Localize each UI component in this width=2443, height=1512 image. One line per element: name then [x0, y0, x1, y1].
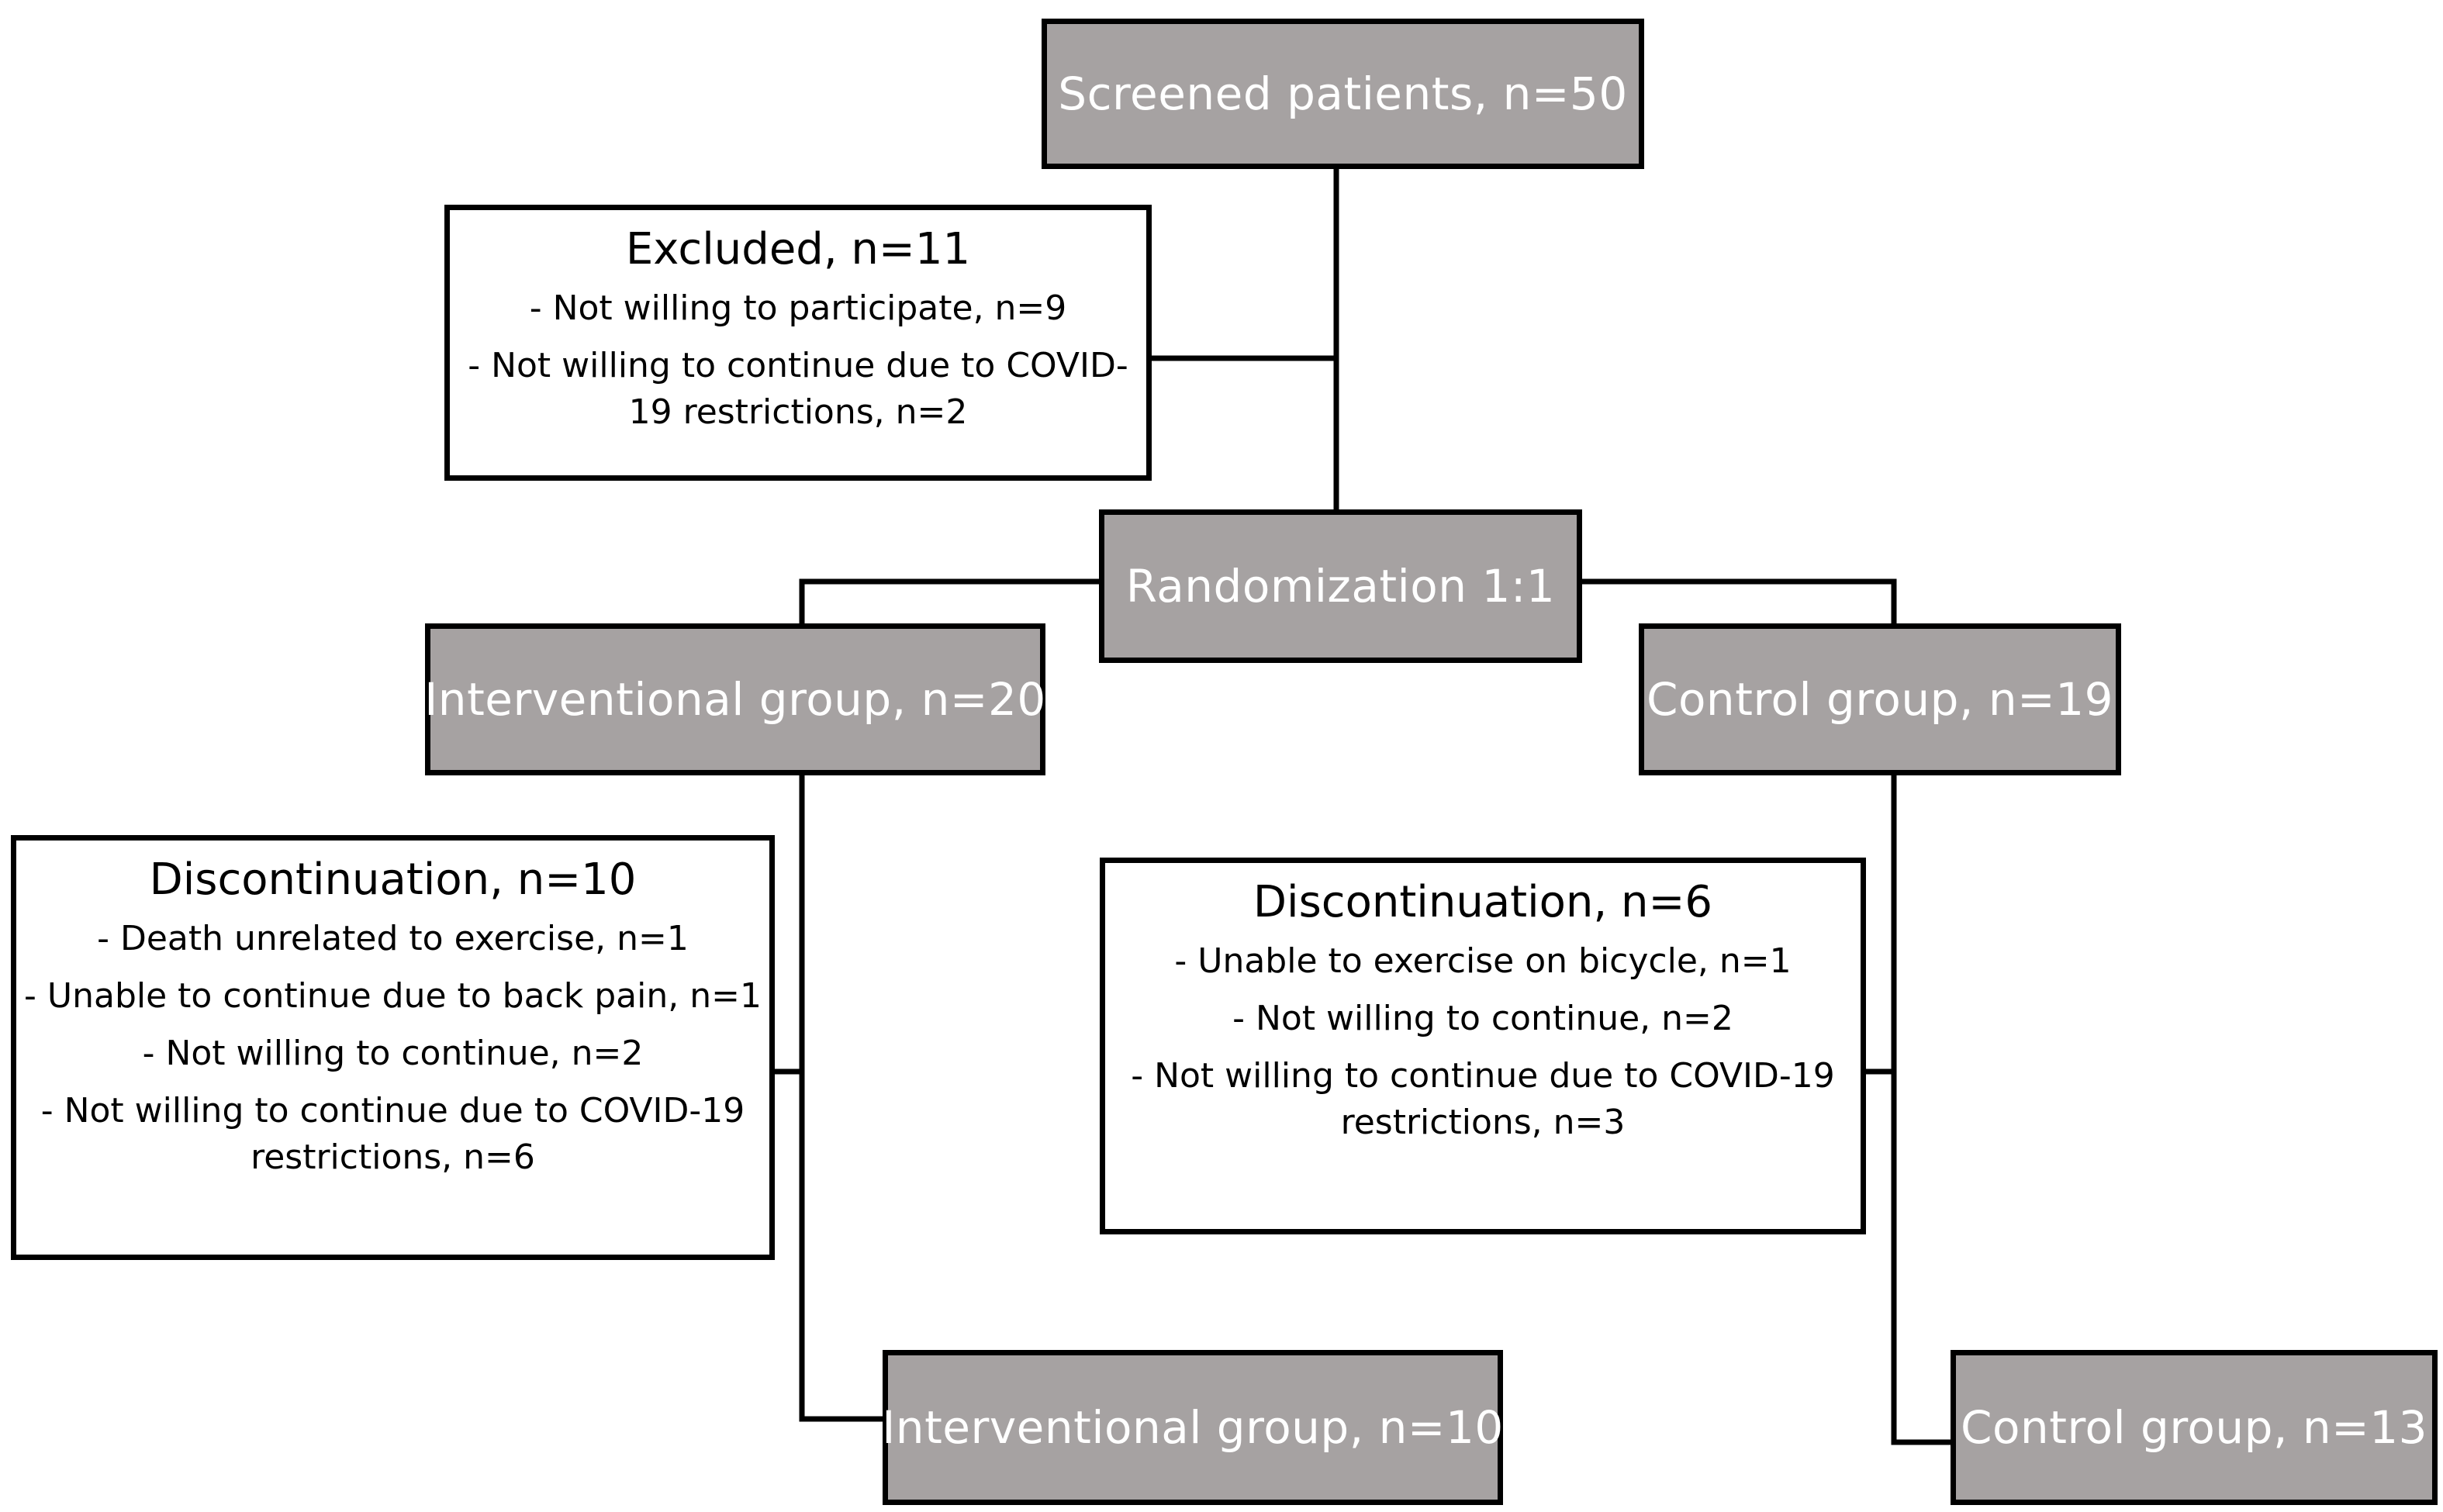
control-group-end-label: Control group, n=13 — [1960, 1401, 2428, 1454]
screened-patients-label: Screened patients, n=50 — [1058, 67, 1628, 120]
connector-randomization-control — [1582, 578, 1897, 627]
excluded-item: - Not willing to participate, n=9 — [529, 288, 1067, 328]
discontinuation-intervention-item: - Death unrelated to exercise, n=1 — [97, 919, 689, 958]
discontinuation-control-item: - Unable to exercise on bicycle, n=1 — [1174, 941, 1792, 981]
excluded-box: Excluded, n=11 - Not willing to particip… — [444, 205, 1152, 481]
randomization-label: Randomization 1:1 — [1125, 560, 1556, 613]
interventional-group-start-box: Interventional group, n=20 — [424, 623, 1046, 775]
discontinuation-intervention-item: - Not willing to continue due to COVID-1… — [40, 1091, 745, 1177]
discontinuation-intervention-item: - Not willing to continue, n=2 — [142, 1034, 644, 1073]
discontinuation-intervention-title: Discontinuation, n=10 — [149, 854, 637, 905]
excluded-item: - Not willing to continue due to COVID- … — [468, 346, 1128, 432]
control-group-end-box: Control group, n=13 — [1951, 1350, 2438, 1505]
discontinuation-control-item: - Not willing to continue, n=2 — [1232, 999, 1733, 1038]
discontinuation-intervention-box: Discontinuation, n=10 - Death unrelated … — [11, 835, 775, 1260]
randomization-box: Randomization 1:1 — [1099, 509, 1582, 663]
control-group-start-label: Control group, n=19 — [1646, 673, 2114, 726]
screened-patients-box: Screened patients, n=50 — [1042, 19, 1644, 169]
connector-intervention-end — [799, 772, 884, 1422]
connector-randomization-intervention — [799, 578, 1099, 627]
discontinuation-intervention-item: - Unable to continue due to back pain, n… — [24, 976, 762, 1016]
discontinuation-control-box: Discontinuation, n=6 - Unable to exercis… — [1100, 858, 1866, 1234]
interventional-group-end-box: Interventional group, n=10 — [882, 1350, 1504, 1505]
discontinuation-control-title: Discontinuation, n=6 — [1253, 877, 1713, 927]
discontinuation-control-item: - Not willing to continue due to COVID-1… — [1131, 1056, 1835, 1142]
interventional-group-start-label: Interventional group, n=20 — [424, 673, 1046, 726]
excluded-title: Excluded, n=11 — [625, 224, 971, 274]
interventional-group-end-label: Interventional group, n=10 — [882, 1401, 1504, 1454]
connector-control-end — [1891, 772, 1953, 1445]
control-group-start-box: Control group, n=19 — [1639, 623, 2121, 775]
